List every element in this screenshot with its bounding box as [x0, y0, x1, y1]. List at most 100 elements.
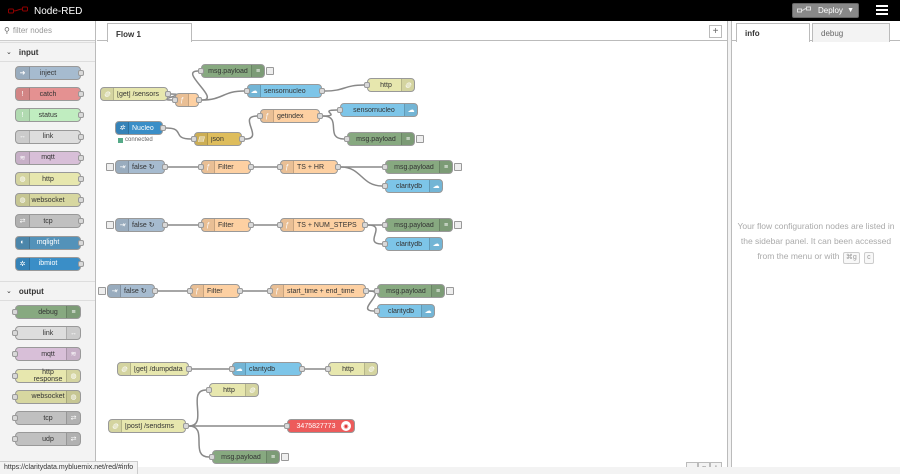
- flow-node-json[interactable]: ▤json: [191, 132, 245, 146]
- palette-category-input[interactable]: ⌄input: [0, 42, 95, 62]
- input-port[interactable]: [344, 136, 350, 142]
- flow-node-http-in[interactable]: ◍[post] /sendsms: [108, 419, 189, 433]
- port-handle[interactable]: [78, 176, 84, 182]
- input-port[interactable]: [187, 288, 193, 294]
- debug-toggle-button[interactable]: [454, 163, 462, 171]
- port-handle[interactable]: [12, 415, 18, 421]
- flow-node-http-response[interactable]: ◍http: [206, 383, 259, 397]
- palette-node-websocket[interactable]: ◍websocket: [12, 389, 81, 404]
- flow-node-twilio[interactable]: ◉3475827773: [284, 419, 355, 433]
- input-port[interactable]: [325, 366, 331, 372]
- input-port[interactable]: [191, 136, 197, 142]
- palette-node-tcp[interactable]: ⇄tcp: [15, 214, 84, 229]
- flow-node-inject[interactable]: ⇥false ↻: [98, 284, 158, 298]
- port-handle[interactable]: [78, 70, 84, 76]
- wire[interactable]: [188, 425, 210, 458]
- input-port[interactable]: [284, 423, 290, 429]
- wire[interactable]: [165, 93, 178, 101]
- input-port[interactable]: [206, 387, 212, 393]
- palette-node-mqtt[interactable]: ≋mqtt: [15, 150, 84, 165]
- output-port[interactable]: [165, 91, 171, 97]
- flow-node-debug[interactable]: ≡msg.payload: [344, 132, 424, 146]
- input-port[interactable]: [374, 288, 380, 294]
- input-port[interactable]: [382, 241, 388, 247]
- wire[interactable]: [367, 224, 383, 245]
- flow-node-cloudant[interactable]: ☁sensornucleo: [244, 84, 325, 98]
- palette-node-websocket[interactable]: ◍websocket: [15, 193, 84, 208]
- input-port[interactable]: [364, 82, 370, 88]
- flow-node-debug[interactable]: ≡msg.payload: [382, 218, 462, 232]
- input-port[interactable]: [257, 113, 263, 119]
- port-handle[interactable]: [78, 239, 84, 246]
- palette-node-status[interactable]: !status: [15, 108, 84, 123]
- inject-trigger-button[interactable]: [98, 287, 106, 295]
- tab-debug[interactable]: debug: [812, 23, 890, 42]
- input-port[interactable]: [198, 164, 204, 170]
- output-port[interactable]: [319, 88, 325, 94]
- wire[interactable]: [324, 84, 365, 92]
- palette-node-inject[interactable]: ➜inject: [15, 66, 84, 80]
- palette-node-catch[interactable]: !catch: [15, 87, 84, 102]
- wire[interactable]: [188, 389, 207, 427]
- flow-node-debug[interactable]: ≡msg.payload: [209, 450, 289, 464]
- debug-toggle-button[interactable]: [454, 221, 462, 229]
- input-port[interactable]: [198, 68, 204, 74]
- palette-node-http[interactable]: ◍http: [15, 172, 84, 186]
- output-port[interactable]: [152, 288, 158, 294]
- input-port[interactable]: [267, 288, 273, 294]
- output-port[interactable]: [362, 222, 368, 228]
- port-handle[interactable]: [78, 112, 84, 119]
- input-port[interactable]: [337, 107, 343, 113]
- port-handle[interactable]: [12, 372, 18, 379]
- debug-toggle-button[interactable]: [266, 67, 274, 75]
- wire[interactable]: [366, 290, 377, 312]
- flow-node-http-in[interactable]: ◍[get] /sensors: [100, 87, 171, 101]
- flow-node-debug[interactable]: ≡msg.payload: [198, 64, 274, 78]
- inject-trigger-button[interactable]: [106, 163, 114, 171]
- palette-node-ibmiot[interactable]: ✲ibmiot: [15, 256, 84, 271]
- port-handle[interactable]: [12, 309, 18, 315]
- flow-node-cloudant[interactable]: ☁sensornucleo: [337, 103, 418, 117]
- flow-node-function[interactable]: ƒ: [172, 93, 202, 107]
- port-handle[interactable]: [78, 218, 84, 225]
- input-port[interactable]: [277, 222, 283, 228]
- output-port[interactable]: [237, 288, 243, 294]
- palette-node-link[interactable]: ↔link: [12, 326, 81, 341]
- flow-node-http-response[interactable]: ◍http: [364, 78, 415, 92]
- input-port[interactable]: [382, 183, 388, 189]
- output-port[interactable]: [162, 164, 168, 170]
- flow-node-debug[interactable]: ≡msg.payload: [382, 160, 462, 174]
- deploy-button[interactable]: Deploy ▼: [792, 3, 859, 18]
- port-handle[interactable]: [12, 330, 18, 337]
- input-port[interactable]: [244, 88, 250, 94]
- palette-node-mqlight[interactable]: ◐mqlight: [15, 235, 84, 250]
- output-port[interactable]: [160, 125, 166, 131]
- input-port[interactable]: [277, 164, 283, 170]
- output-port[interactable]: [363, 288, 369, 294]
- palette-node-tcp[interactable]: ⇄tcp: [12, 411, 81, 425]
- hamburger-menu-icon[interactable]: [876, 5, 888, 16]
- input-port[interactable]: [382, 222, 388, 228]
- input-port[interactable]: [382, 164, 388, 170]
- port-handle[interactable]: [78, 154, 84, 161]
- palette-node-link[interactable]: ↔link: [15, 129, 84, 144]
- flow-node-http-response[interactable]: ◍http: [325, 362, 378, 376]
- port-handle[interactable]: [12, 351, 18, 358]
- add-flow-tab-button[interactable]: +: [709, 25, 722, 38]
- wire[interactable]: [340, 166, 383, 187]
- wire[interactable]: [322, 115, 345, 140]
- flow-node-inject[interactable]: ⇥false ↻: [106, 218, 168, 232]
- filter-nodes-input[interactable]: ⚲ filter nodes: [0, 21, 95, 41]
- output-port[interactable]: [239, 136, 245, 142]
- input-port[interactable]: [172, 97, 178, 103]
- palette-node-http-response[interactable]: ◍http response: [12, 368, 81, 383]
- input-port[interactable]: [209, 454, 215, 460]
- flow-node-http-in[interactable]: ◍[get] /dumpdata: [117, 362, 192, 376]
